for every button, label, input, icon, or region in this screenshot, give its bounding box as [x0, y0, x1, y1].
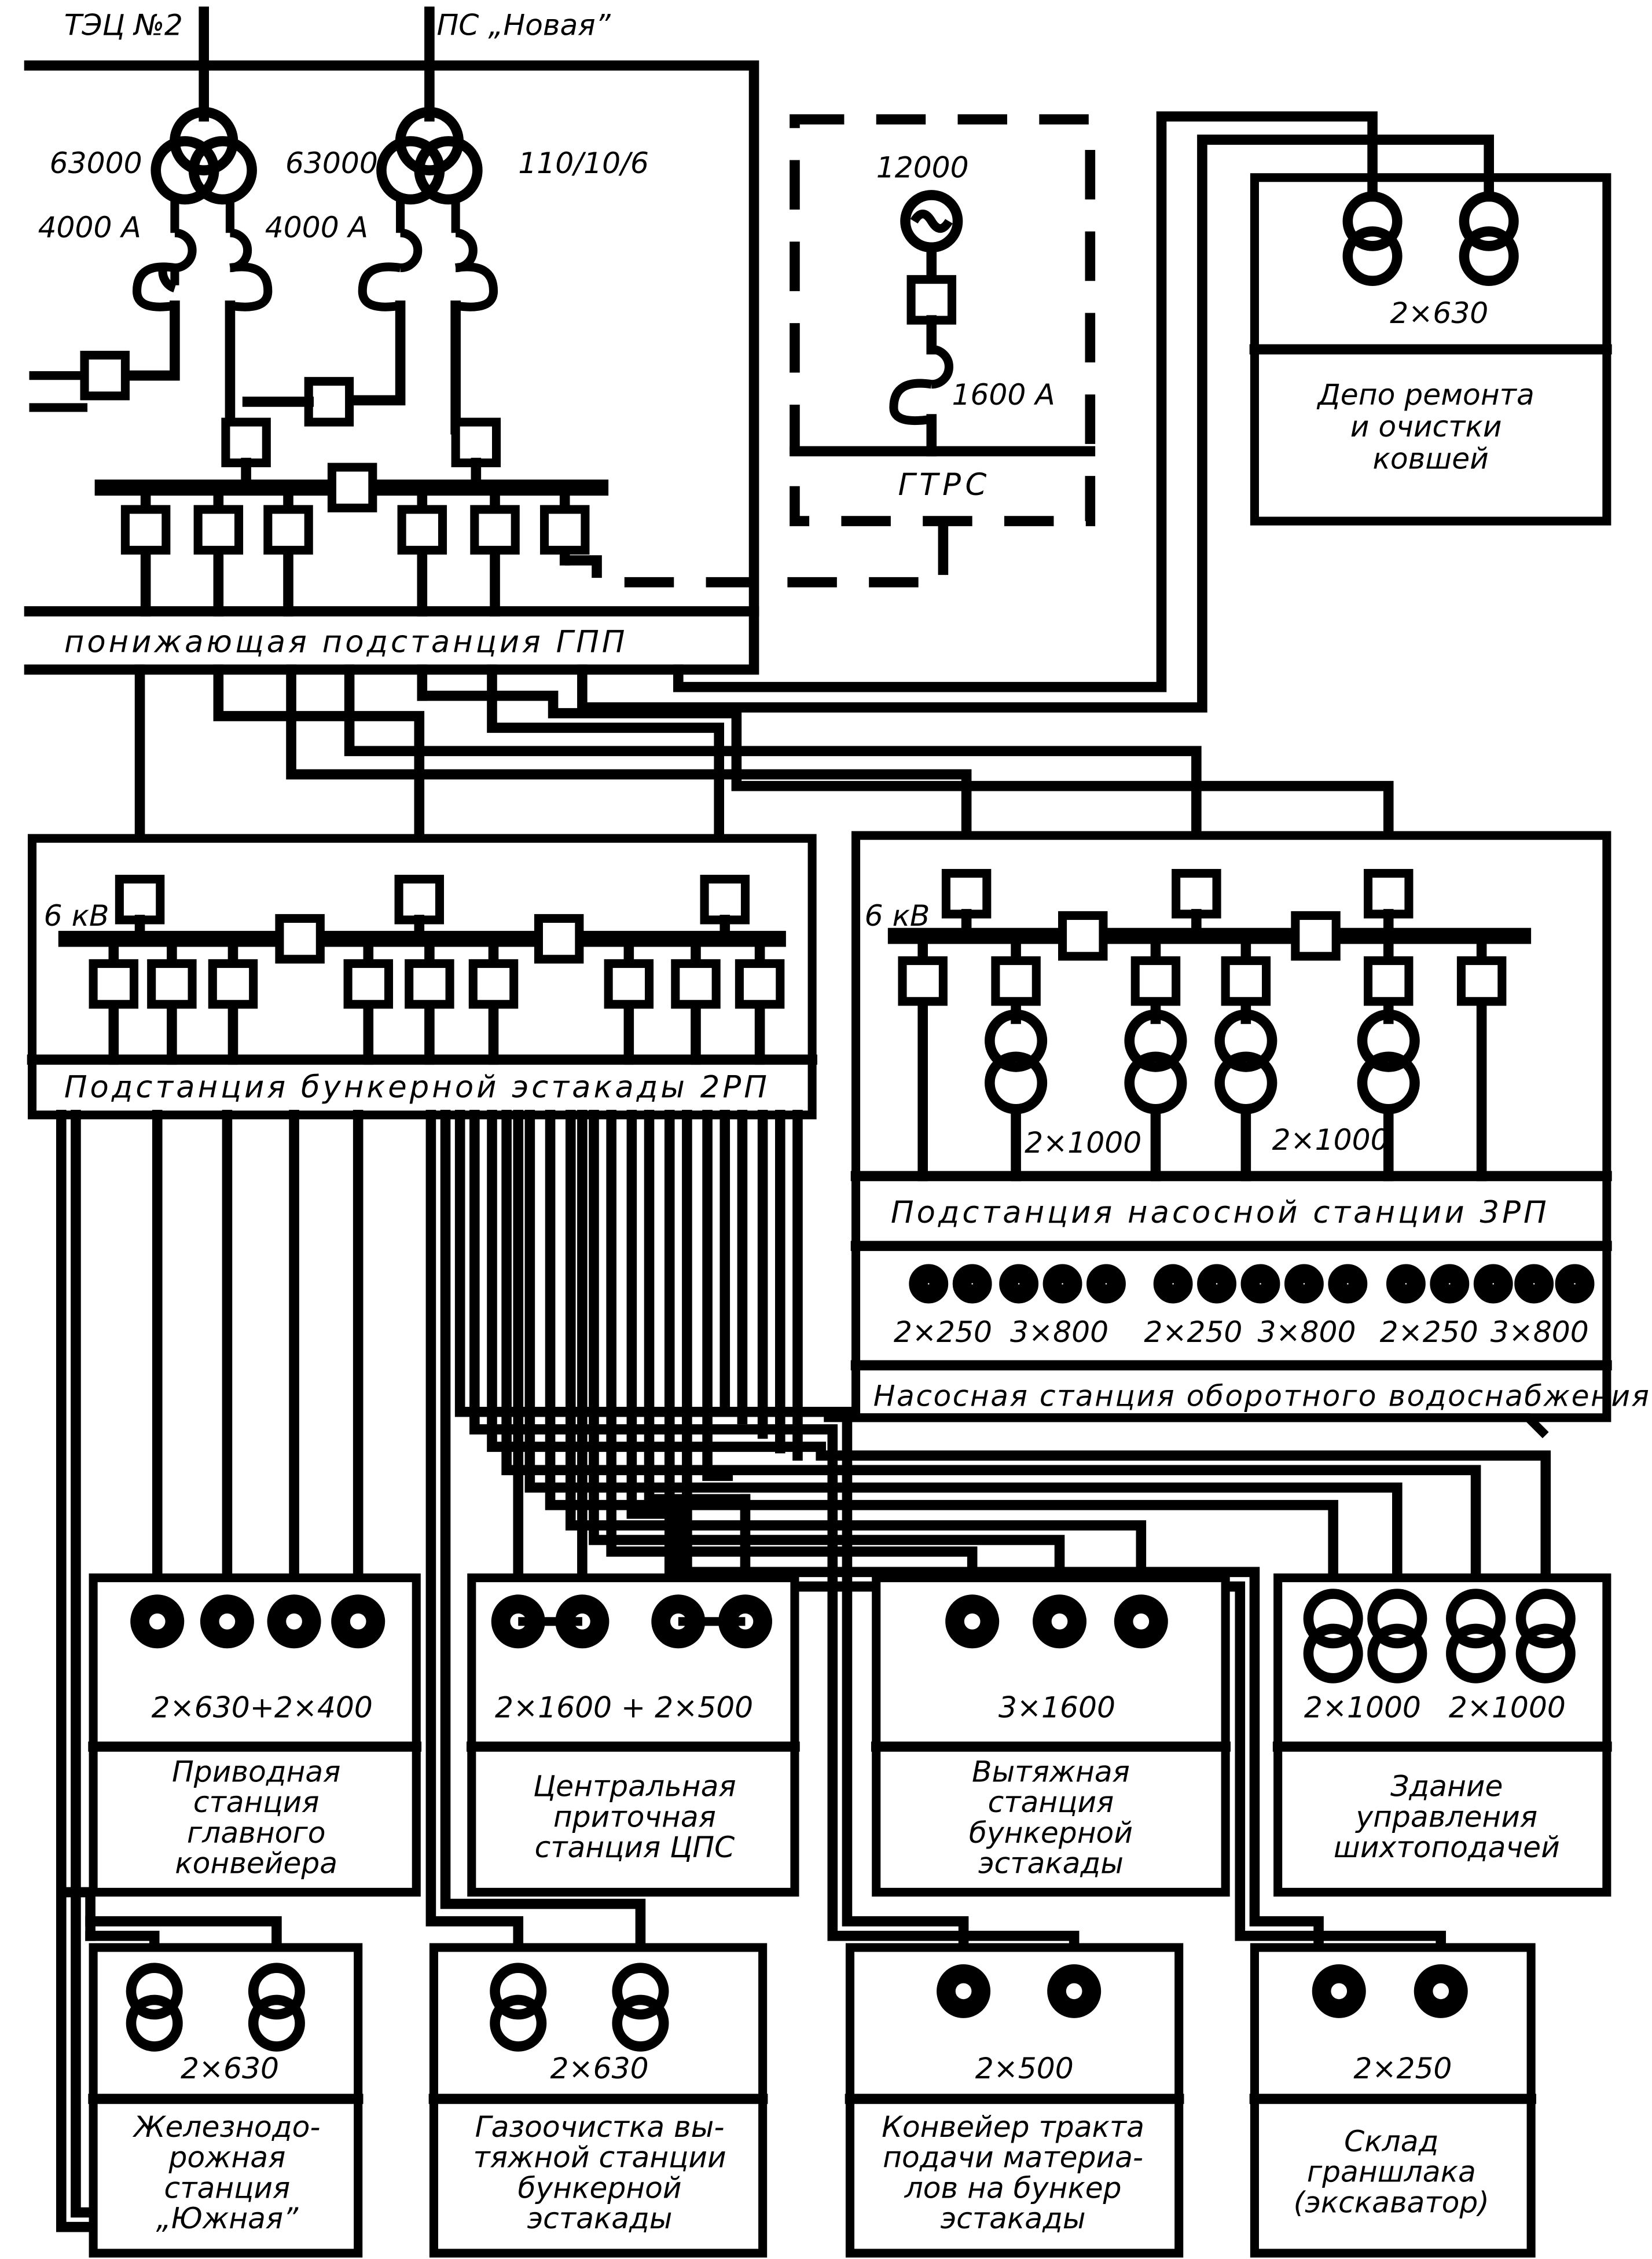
rp2-label: Подстанция бункерной эстакады 2РП: [64, 1070, 770, 1105]
t1-rating: 63000: [50, 146, 142, 180]
rp2-voltage: 6 кВ: [44, 899, 109, 933]
pump-station-label: Насосная станция оборотного водоснабжени…: [873, 1379, 1651, 1413]
breaker: [451, 417, 501, 468]
pump-motor-group-3: 2×250: [1144, 1315, 1242, 1349]
rp3-feeders: [898, 930, 1507, 1182]
reactor2-current: 4000 А: [265, 210, 368, 244]
gtrs-generator-rating: 12000: [876, 151, 969, 185]
gpp-outgoing-cables: [134, 664, 1394, 886]
rp2-feeders: [89, 933, 785, 1065]
building-7-rating: 2×500: [975, 2051, 1074, 2085]
rp3-voltage: 6 кВ: [865, 899, 930, 933]
pump-motor-group-1: 2×250: [894, 1315, 992, 1349]
rp3-substation: 6 кВ 2×1000 2×1000 Подстанция насос: [850, 831, 1651, 1422]
depot-name: Депо ремонта и очистки ковшей: [1317, 377, 1544, 476]
breaker: [304, 377, 354, 427]
transformer-t1: [150, 107, 257, 205]
source-ps-novaya-label: ПС „Новая”: [436, 8, 611, 42]
rp2-outgoing-cables: [56, 1110, 1551, 2232]
reactor-icon: [358, 228, 423, 311]
rp2-substation: 6 кВ Подстанция бункерной эстакады 2РП: [27, 834, 817, 1120]
pump-motors: 2×250 3×800 2×250 3×800 2×250 3×800: [894, 1264, 1595, 1349]
reactor1-current: 4000 А: [38, 210, 141, 244]
gpp-feeders: [120, 482, 590, 617]
rp3-transformers-right: 2×1000: [1272, 1123, 1389, 1157]
gtrs-label: ГТРС: [898, 467, 991, 503]
pump-motor-group-2: 3×800: [1010, 1315, 1108, 1349]
t2-voltage: 110/10/6: [518, 146, 649, 180]
pump-motor-group-6: 3×800: [1491, 1315, 1589, 1349]
building-4-rating: 2×1000 2×1000: [1304, 1690, 1566, 1725]
building-8-rating: 2×250: [1353, 2051, 1452, 2085]
gpp-substation: ТЭЦ №2 ПС „Новая” 63000 63000 110/10/6 4…: [24, 6, 759, 675]
transformer-t2: [376, 107, 483, 205]
rp3-transformers-left: 2×1000: [1025, 1125, 1141, 1160]
breaker: [906, 275, 957, 325]
t2-rating: 63000: [285, 146, 378, 180]
building-2-rating: 2×1600 + 2×500: [495, 1690, 753, 1725]
reactor-icon: [889, 344, 953, 426]
source-tec2-label: ТЭЦ №2: [64, 8, 183, 42]
bus-coupler: [327, 463, 377, 512]
breaker: [221, 417, 271, 468]
gtrs-station: 12000 1600 А ГТРС: [564, 114, 1096, 588]
pump-motor-group-4: 3×800: [1257, 1315, 1356, 1349]
reactor-icon: [229, 228, 273, 311]
reactor-icon: [158, 228, 197, 292]
gpp-label: понижающая подстанция ГПП: [64, 624, 628, 659]
reactor-icon: [454, 228, 498, 311]
rp3-label: Подстанция насосной станции 3РП: [891, 1195, 1550, 1230]
depot-transformers: 2×630: [1390, 296, 1488, 330]
building-1-rating: 2×630+2×400: [152, 1690, 373, 1725]
building-5-rating: 2×630: [181, 2051, 279, 2085]
building-3-rating: 3×1600: [998, 1690, 1115, 1725]
gtrs-reactor-current: 1600 А: [952, 377, 1055, 412]
pump-motor-group-5: 2×250: [1380, 1315, 1478, 1349]
depot-building: 2×630 Депо ремонта и очистки ковшей: [577, 111, 1612, 713]
building-6-rating: 2×630: [550, 2051, 649, 2085]
breaker: [80, 350, 130, 401]
